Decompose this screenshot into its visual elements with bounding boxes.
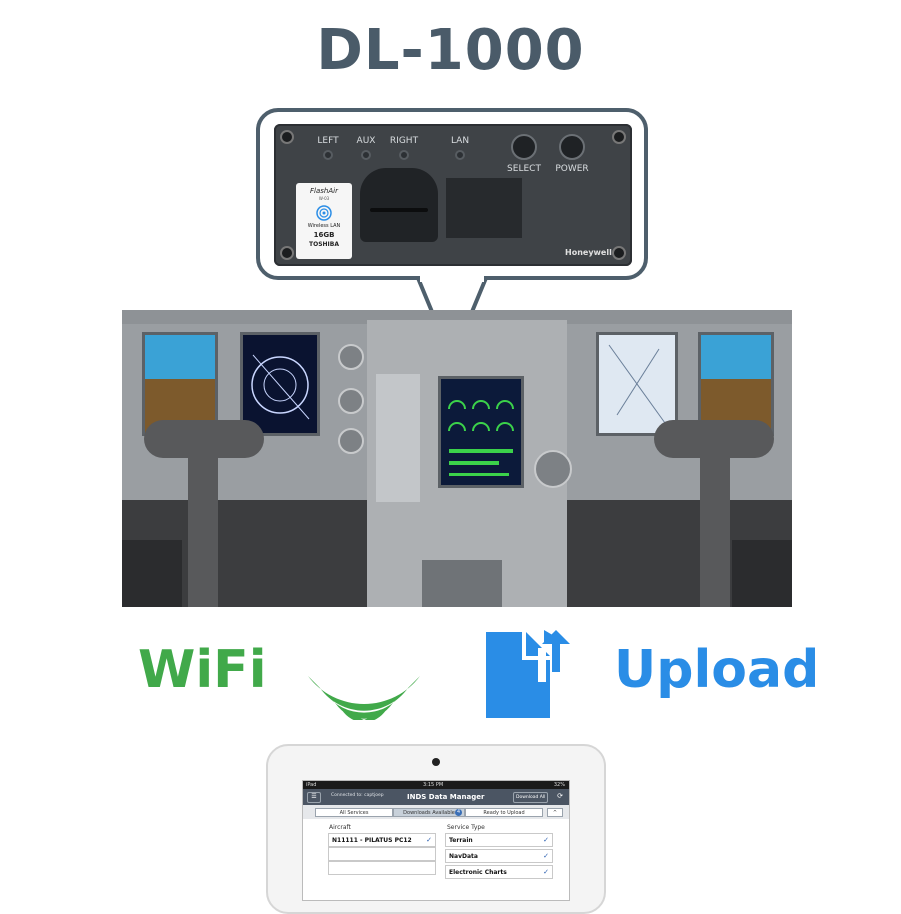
yoke-column-right <box>700 450 730 607</box>
status-time: 3:15 PM <box>423 782 444 788</box>
status-device: iPad <box>306 782 317 788</box>
led-label-right: RIGHT <box>389 136 419 146</box>
wifi-label: WiFi <box>138 640 267 700</box>
aircraft-row-empty <box>328 861 436 875</box>
power-button[interactable] <box>559 134 585 160</box>
sd-wireless: Wireless LAN <box>307 223 341 229</box>
engine-display <box>438 376 524 488</box>
led-right <box>399 150 409 160</box>
segmented-control: All Services Downloads Available 4 Ready… <box>303 805 569 819</box>
card-slot-opening <box>370 208 428 212</box>
seat-left <box>122 540 182 607</box>
gauge-icon <box>338 344 364 370</box>
service-name: Terrain <box>449 837 473 844</box>
screw-icon <box>280 246 294 260</box>
mfd-right <box>596 332 678 436</box>
sd-brand: FlashAir <box>310 187 338 195</box>
wifi-badge-icon <box>316 205 332 221</box>
sd-model: W-03 <box>318 196 330 201</box>
check-icon: ✓ <box>426 836 432 844</box>
ipad-screen: iPad 3:15 PM 32% ☰ Connected to: captjoe… <box>302 780 570 901</box>
upload-label: Upload <box>614 640 820 700</box>
service-name: Electronic Charts <box>449 869 507 876</box>
upload-arrow-icon[interactable]: ^ <box>547 808 563 817</box>
gauge-icon <box>338 428 364 454</box>
app-title: INDS Data Manager <box>407 793 485 801</box>
throttle-quadrant <box>422 560 502 607</box>
power-label: POWER <box>555 164 589 174</box>
screw-icon <box>612 246 626 260</box>
sd-card: FlashAir W-03 Wireless LAN 16GB TOSHIBA <box>296 183 352 259</box>
service-name: NavData <box>449 853 478 860</box>
status-bar: iPad 3:15 PM 32% <box>303 781 569 789</box>
connection-status: Connected to: captjoep <box>331 793 384 798</box>
service-type-header: Service Type <box>447 824 485 831</box>
led-aux <box>361 150 371 160</box>
yoke-column-left <box>188 450 218 607</box>
glareshield <box>122 310 792 324</box>
led-lan <box>455 150 465 160</box>
mfd-left <box>240 332 320 436</box>
check-icon: ✓ <box>543 868 549 876</box>
led-left <box>323 150 333 160</box>
led-label-lan: LAN <box>450 136 470 146</box>
camera-icon <box>432 758 440 766</box>
upload-file-icon <box>486 630 570 718</box>
switch-panel <box>376 374 420 502</box>
screw-icon <box>612 130 626 144</box>
pfd-right <box>698 332 774 436</box>
select-label: SELECT <box>507 164 541 174</box>
screw-icon <box>280 130 294 144</box>
tab-all-services[interactable]: All Services <box>315 808 393 817</box>
aircraft-header: Aircraft <box>329 824 351 831</box>
check-icon: ✓ <box>543 852 549 860</box>
aircraft-name: N11111 - PILATUS PC12 <box>332 837 412 844</box>
led-label-left: LEFT <box>317 136 339 146</box>
tab-downloads-available[interactable]: Downloads Available <box>393 808 465 817</box>
check-icon: ✓ <box>543 836 549 844</box>
status-battery: 32% <box>553 782 565 788</box>
cockpit-illustration <box>122 310 792 607</box>
download-all-button[interactable]: Download All <box>513 792 549 803</box>
gauge-icon <box>534 450 572 488</box>
seat-right <box>732 540 792 607</box>
led-label-aux: AUX <box>356 136 376 146</box>
service-row-electronic-charts[interactable]: Electronic Charts ✓ <box>445 865 553 879</box>
tab-ready-to-upload[interactable]: Ready to Upload <box>465 808 543 817</box>
sd-capacity: 16GB <box>313 231 335 239</box>
refresh-icon[interactable]: ⟳ <box>557 792 563 800</box>
aircraft-row-empty <box>328 847 436 861</box>
slot-cover <box>446 178 522 238</box>
downloads-badge: 4 <box>455 809 462 816</box>
page-title: DL-1000 <box>316 18 585 83</box>
select-button[interactable] <box>511 134 537 160</box>
nav-bar: ☰ Connected to: captjoep INDS Data Manag… <box>303 789 569 805</box>
aircraft-row[interactable]: N11111 - PILATUS PC12 ✓ <box>328 833 436 847</box>
menu-icon[interactable]: ☰ <box>307 792 321 803</box>
sd-maker: TOSHIBA <box>309 241 339 248</box>
wifi-icon <box>308 676 420 720</box>
service-row-terrain[interactable]: Terrain ✓ <box>445 833 553 847</box>
service-row-navdata[interactable]: NavData ✓ <box>445 849 553 863</box>
brand-label: Honeywell <box>565 248 612 257</box>
card-slot <box>360 168 438 242</box>
gauge-icon <box>338 388 364 414</box>
